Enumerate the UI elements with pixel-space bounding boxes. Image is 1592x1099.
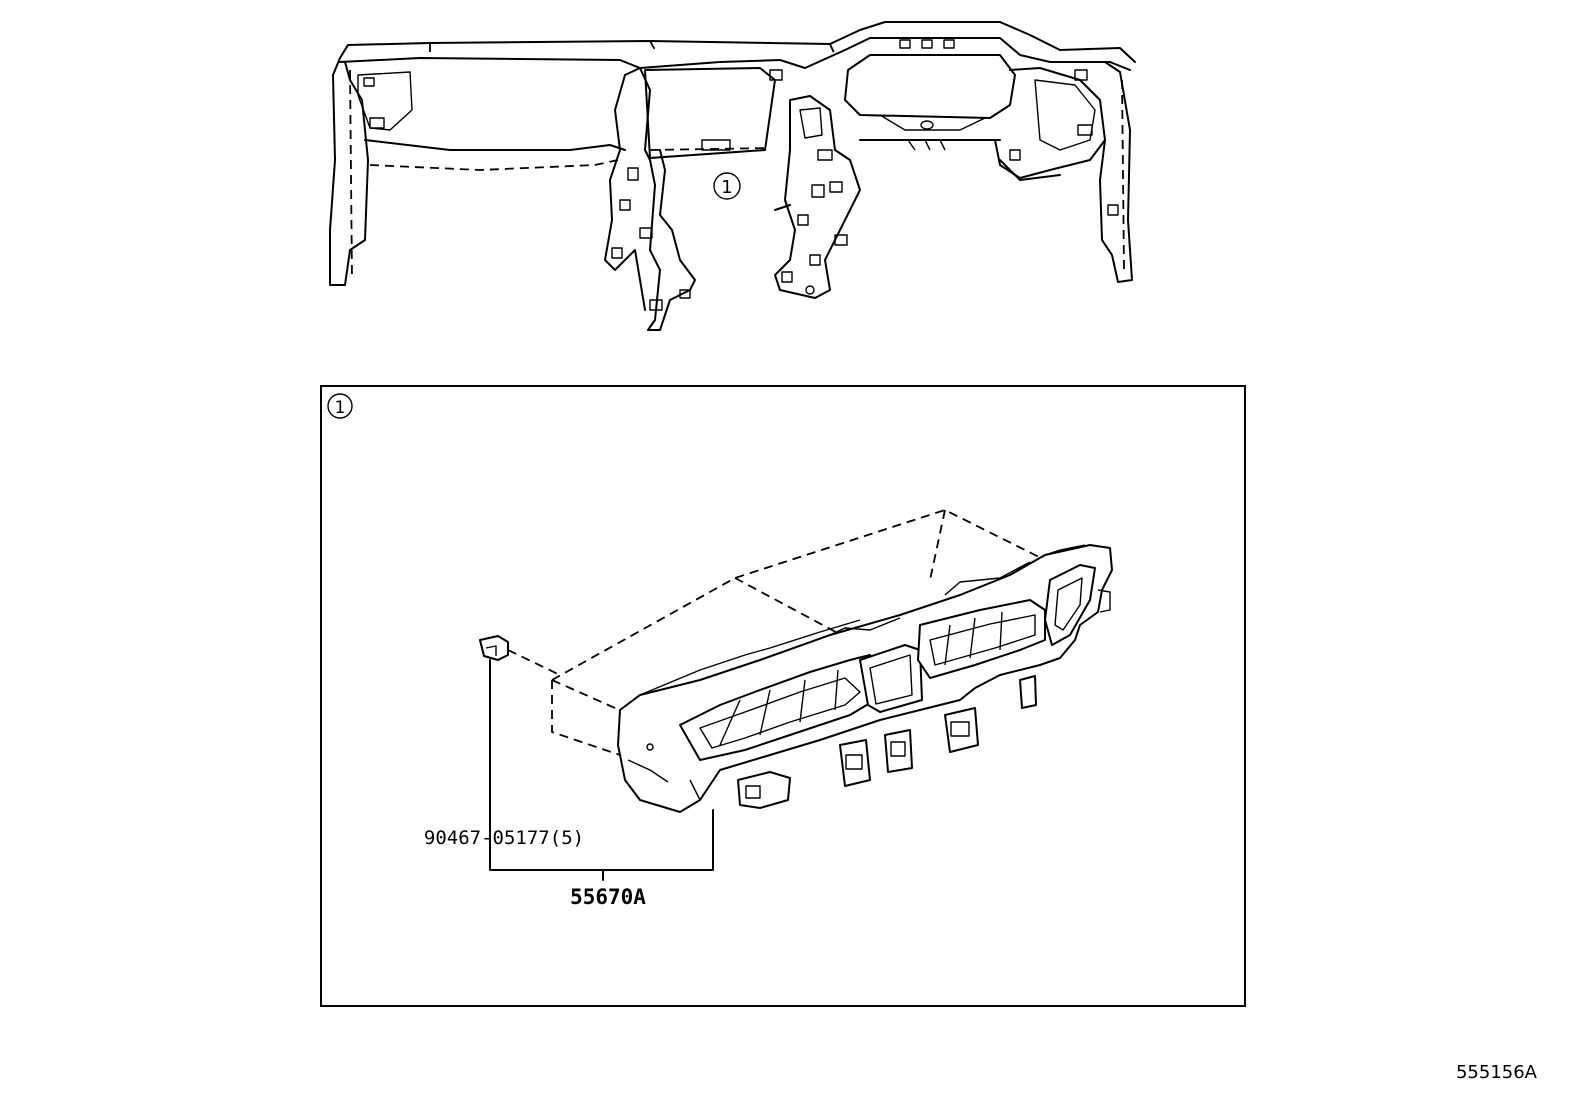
part-number-clip: 90467-05177(5) [424,827,584,849]
callout-circle-box [327,393,353,419]
detail-box-frame [320,385,1246,1007]
leader-lines [489,659,714,881]
callout-number-top: 1 [721,177,732,198]
callout-circle-top [713,172,741,200]
instrument-panel-illustration: 1 [329,21,1136,331]
callout-number-box: 1 [335,398,346,418]
clip-part [479,635,509,661]
figure-code: 555156A [1456,1062,1538,1083]
reinforcement-assembly [617,544,1113,813]
part-number-assembly: 55670A [570,885,646,909]
